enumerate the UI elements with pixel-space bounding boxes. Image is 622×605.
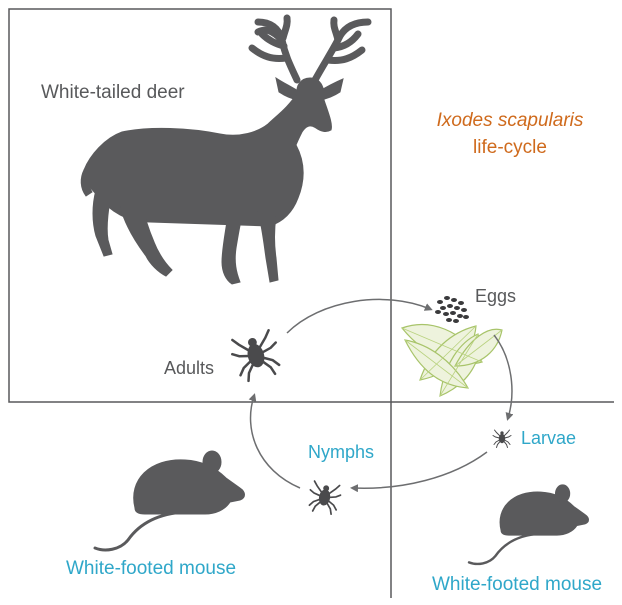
mouse-right-silhouette xyxy=(469,485,589,564)
nymphs-label: Nymphs xyxy=(308,442,374,463)
arrow-nymphs-to-adults xyxy=(251,396,300,488)
eggs-cluster xyxy=(435,296,469,323)
larva-tick xyxy=(493,430,511,448)
cycle-title: Ixodes scapularis life-cycle xyxy=(420,107,600,161)
leaf-cluster xyxy=(402,325,502,396)
eggs-label: Eggs xyxy=(475,286,516,307)
mouse-left-label: White-footed mouse xyxy=(66,558,236,580)
adult-tick xyxy=(229,329,284,383)
deer-label: White-tailed deer xyxy=(41,82,185,104)
arrow-eggs-to-larvae xyxy=(494,335,512,418)
species-name: Ixodes scapularis xyxy=(420,107,600,134)
mouse-left-silhouette xyxy=(95,451,245,550)
mouse-right-label: White-footed mouse xyxy=(432,574,602,596)
nymph-tick xyxy=(307,481,342,516)
adults-label: Adults xyxy=(164,358,214,379)
larvae-label: Larvae xyxy=(521,428,576,449)
deer-silhouette xyxy=(81,18,368,284)
title-suffix: life-cycle xyxy=(420,134,600,161)
